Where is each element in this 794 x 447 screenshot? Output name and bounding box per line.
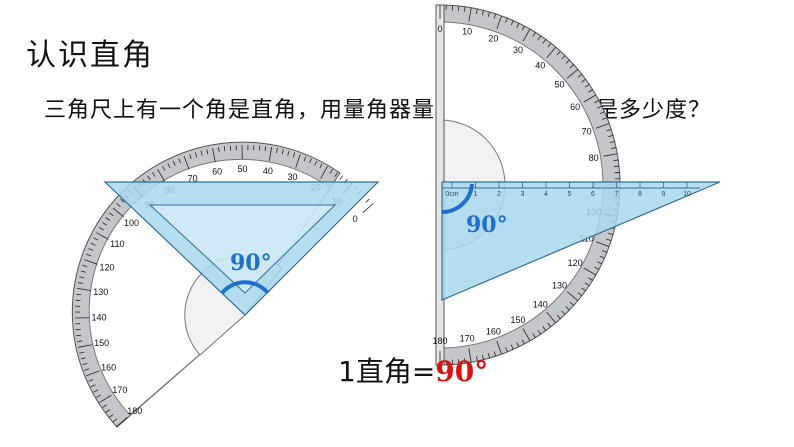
ruler-mark-label: 5 (568, 191, 572, 198)
ruler-mark-label: 7 (615, 191, 619, 198)
ruler-mark-label: 3 (521, 191, 525, 198)
ruler-mark-label: 4 (544, 191, 548, 198)
ruler-mark-label: 8 (638, 191, 642, 198)
ruler-mark-label: 0cm (445, 191, 458, 198)
right-protractor-tick-label: 50 (554, 80, 564, 90)
left-protractor-tick-label: 60 (212, 167, 222, 177)
right-protractor-tick-label: 180 (432, 336, 447, 346)
right-protractor-tick-label: 0 (437, 24, 442, 34)
right-protractor-tick-label: 10 (462, 26, 472, 36)
right-protractor-tick-label: 20 (488, 33, 498, 43)
left-protractor-tick-label: 100 (124, 218, 139, 228)
left-protractor-tick-label: 130 (93, 287, 108, 297)
ruler-mark-label: 1 (474, 191, 478, 198)
right-protractor-tick-label: 160 (486, 327, 501, 337)
result-value: 90° (435, 355, 489, 388)
left-protractor-tick-label: 40 (263, 166, 273, 176)
left-protractor-tick-label: 30 (288, 172, 298, 182)
right-protractor-tick-label: 60 (570, 102, 580, 112)
right-protractor-tick-label: 120 (568, 258, 583, 268)
left-angle-label: 90° (230, 250, 272, 276)
right-protractor-tick-label: 30 (513, 45, 523, 55)
ruler-mark-label: 10 (683, 191, 691, 198)
right-protractor-tick-label: 170 (460, 334, 475, 344)
right-set-square: 0cm 1 2 3 4 5 6 7 8 9 10 90° (441, 181, 721, 301)
left-protractor-tick-label: 120 (99, 262, 114, 272)
left-protractor-tick-label: 50 (237, 164, 247, 174)
left-protractor-tick-label: 0 (353, 214, 358, 224)
result-prefix: 1直角= (338, 355, 436, 388)
lesson-title: 认识直角 (26, 38, 154, 73)
right-protractor-tick-label: 150 (510, 315, 525, 325)
ruler-mark-label: 9 (662, 191, 666, 198)
right-protractor-tick-label: 40 (535, 60, 545, 70)
ruler-mark-label: 6 (591, 191, 595, 198)
left-protractor-tick-label: 160 (101, 362, 116, 372)
left-protractor-tick-label: 140 (92, 313, 107, 323)
right-protractor-tick-label: 140 (533, 300, 548, 310)
left-set-square: 90° (103, 181, 380, 316)
ruler-mark-label: 2 (497, 191, 501, 198)
right-protractor-tick-label: 80 (589, 153, 599, 163)
right-protractor-tick-label: 130 (552, 280, 567, 290)
left-protractor-tick-label: 170 (112, 385, 127, 395)
result-equation: 1直角=90° (338, 350, 488, 390)
left-protractor-tick-label: 70 (188, 174, 198, 184)
ruler-scale: 0cm 1 2 3 4 5 6 7 8 9 10 (445, 182, 691, 198)
right-angle-label: 90° (466, 212, 508, 238)
left-protractor-tick-label: 180 (127, 406, 142, 416)
right-protractor-tick-label: 70 (582, 127, 592, 137)
left-protractor-tick-label: 150 (94, 338, 109, 348)
left-protractor-tick-label: 110 (110, 239, 124, 249)
